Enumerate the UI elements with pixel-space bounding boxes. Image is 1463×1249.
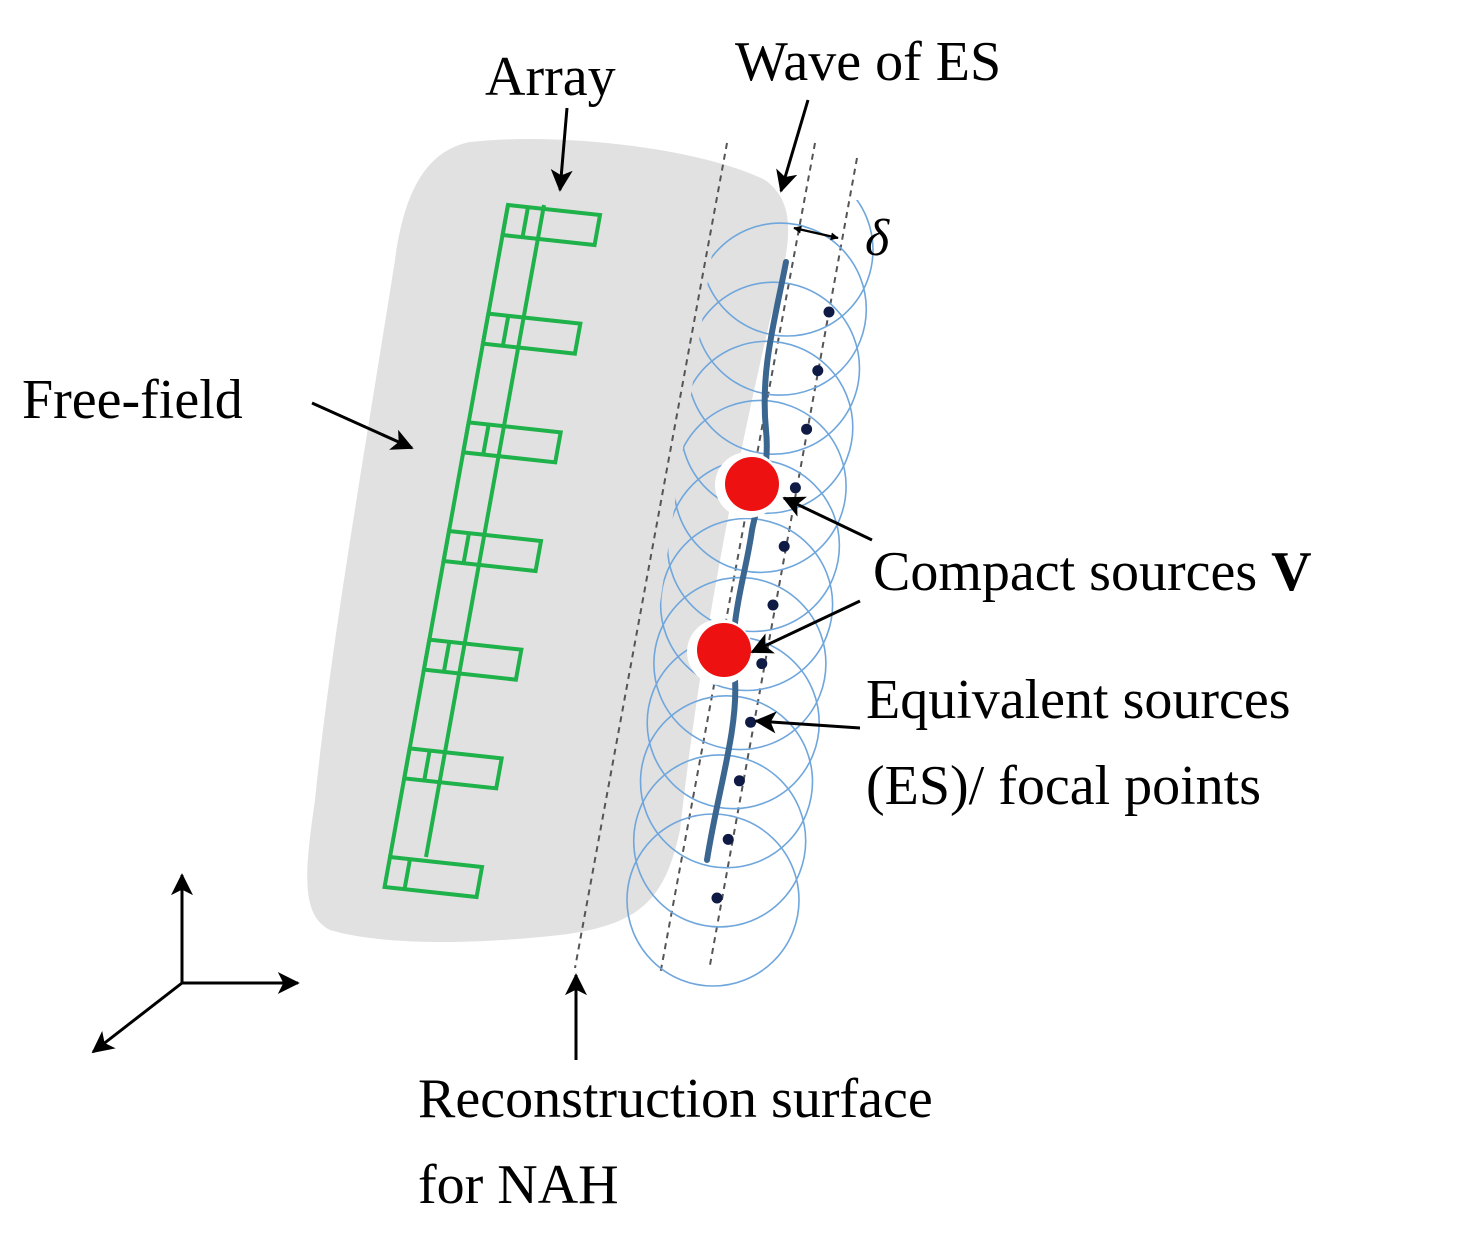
array-element-divider — [441, 641, 452, 673]
free-field-region — [307, 139, 789, 942]
compact-source-2 — [697, 623, 751, 677]
array-element — [480, 311, 583, 356]
delta-arrow — [793, 225, 839, 241]
array-spine-right — [424, 204, 546, 858]
compact-source-2-arrow — [750, 599, 861, 654]
array-element-divider — [422, 749, 432, 781]
wave-arc — [659, 517, 834, 692]
compact-sources-symbol: V — [1271, 541, 1311, 603]
focal-point — [733, 775, 745, 787]
focal-point — [756, 658, 768, 670]
focal-point — [745, 716, 757, 728]
compact-sources-text: Compact sources — [873, 541, 1257, 603]
free-field-label: Free-field — [22, 369, 243, 431]
equivalent-sources-label-line2: (ES)/ focal points — [866, 755, 1261, 817]
array-element — [382, 854, 485, 900]
dashed-lines — [574, 142, 858, 976]
microphone-array — [382, 202, 603, 900]
wave-arrow — [776, 99, 810, 193]
source-surface-line-outer — [709, 157, 858, 966]
source-surface-curve — [704, 259, 789, 863]
array-element-divider — [402, 858, 412, 890]
equivalent-sources-arrow — [754, 711, 861, 734]
array-element-divider — [500, 315, 511, 347]
focal-point — [789, 482, 801, 494]
array-element — [421, 637, 524, 682]
array-element — [500, 202, 603, 248]
focal-point — [778, 540, 790, 552]
array-element-divider — [481, 423, 491, 455]
array-label: Array — [485, 46, 616, 108]
reconstruction-surface-line — [574, 142, 728, 969]
focal-point — [823, 306, 835, 318]
array-arrow — [550, 107, 573, 192]
wave-arc — [653, 576, 827, 751]
wave-arc — [639, 694, 814, 869]
equivalent-sources-label-line1: Equivalent sources — [866, 669, 1291, 731]
focal-point — [722, 833, 734, 845]
array-element-divider — [461, 532, 471, 564]
focal-point — [801, 423, 813, 435]
compact-source-1 — [725, 457, 779, 511]
focal-point — [711, 892, 723, 904]
delta-label: δ — [865, 210, 890, 267]
wave-arc — [632, 754, 807, 928]
annotation-arrows — [311, 99, 873, 1060]
focal-points — [711, 306, 835, 904]
reconstruction-label-line1: Reconstruction surface — [418, 1068, 933, 1130]
reconstruction-label-line2: for NAH — [418, 1154, 619, 1216]
array-element-divider — [520, 206, 530, 238]
array-element — [401, 746, 505, 791]
focal-point — [812, 365, 824, 377]
free-field-arrow — [311, 401, 414, 450]
wave-of-es-label: Wave of ES — [735, 31, 1001, 93]
focal-point — [767, 599, 779, 611]
source-surface-line-inner — [659, 142, 816, 976]
3d-axes-icon — [91, 873, 300, 1054]
array-element — [460, 420, 564, 465]
compact-sources — [687, 452, 781, 685]
array-element — [441, 528, 544, 574]
labels: Array Wave of ES δ Free-field Compact so… — [22, 31, 1312, 1216]
compact-source-1-arrow — [782, 496, 873, 542]
